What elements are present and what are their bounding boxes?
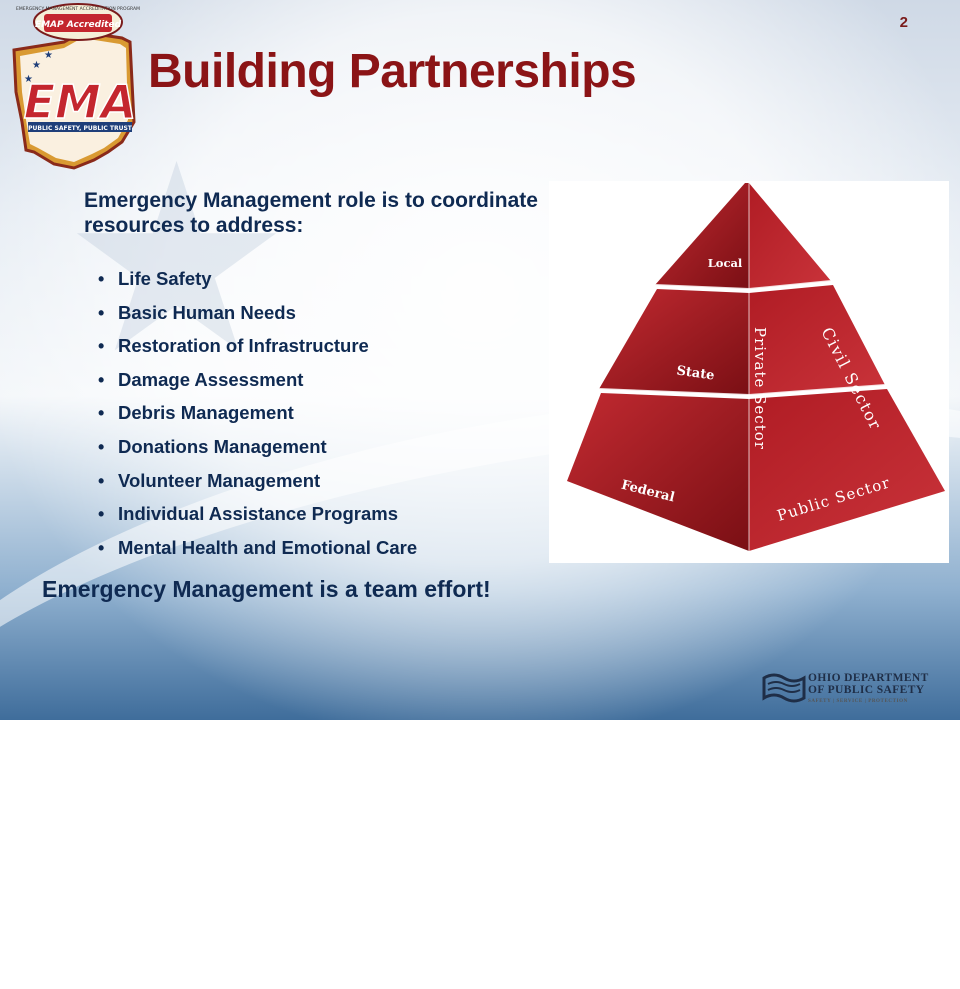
- state-tier-right: [749, 285, 885, 395]
- footer-line-3: SAFETY | SERVICE | PROTECTION: [808, 699, 908, 704]
- svg-text:★: ★: [32, 60, 41, 71]
- local-tier-right: [749, 183, 831, 289]
- ohio-ema-logo: EMERGENCY MANAGEMENT ACCREDITATION PROGR…: [4, 2, 154, 172]
- federal-tier-left: [567, 393, 749, 551]
- federal-tier-right: [749, 389, 945, 551]
- footer-line-2: OF PUBLIC SAFETY: [808, 684, 925, 696]
- odps-logo: [760, 668, 920, 714]
- list-item: Restoration of Infrastructure: [98, 333, 560, 367]
- state-tier-left: [599, 289, 749, 395]
- ema-letters: EMA: [24, 75, 137, 129]
- slide-number: 2: [899, 14, 908, 31]
- local-label: Local: [708, 256, 743, 270]
- svg-text:★: ★: [44, 50, 53, 61]
- list-item: Life Safety: [98, 266, 560, 300]
- local-tier-left: [655, 183, 749, 289]
- partnership-pyramid: Local State Federal Private Sector Civil…: [549, 181, 949, 563]
- closing-statement: Emergency Management is a team effort!: [42, 576, 491, 602]
- state-label: State: [676, 363, 716, 383]
- logo-tagline: PUBLIC SAFETY, PUBLIC TRUST: [28, 125, 133, 132]
- list-item: Donations Management: [98, 434, 560, 468]
- seal-text: EMERGENCY MANAGEMENT ACCREDITATION PROGR…: [16, 6, 140, 12]
- list-item: Debris Management: [98, 400, 560, 434]
- svg-text:★: ★: [24, 74, 33, 85]
- odps-wordmark: OHIO DEPARTMENT OF PUBLIC SAFETY SAFETY …: [808, 672, 929, 708]
- bullet-list: Life Safety Basic Human Needs Restoratio…: [98, 266, 560, 569]
- page-title: Building Partnerships: [148, 45, 637, 98]
- list-item: Volunteer Management: [98, 468, 560, 502]
- list-item: Damage Assessment: [98, 367, 560, 401]
- footer-line-1: OHIO DEPARTMENT: [808, 672, 929, 684]
- badge-text: EMAP Accredited: [35, 20, 122, 30]
- intro-text: Emergency Management role is to coordina…: [84, 189, 538, 237]
- private-sector-label: Private Sector: [751, 327, 769, 450]
- list-item: Mental Health and Emotional Care: [98, 535, 560, 569]
- list-item: Individual Assistance Programs: [98, 501, 560, 535]
- list-item: Basic Human Needs: [98, 300, 560, 334]
